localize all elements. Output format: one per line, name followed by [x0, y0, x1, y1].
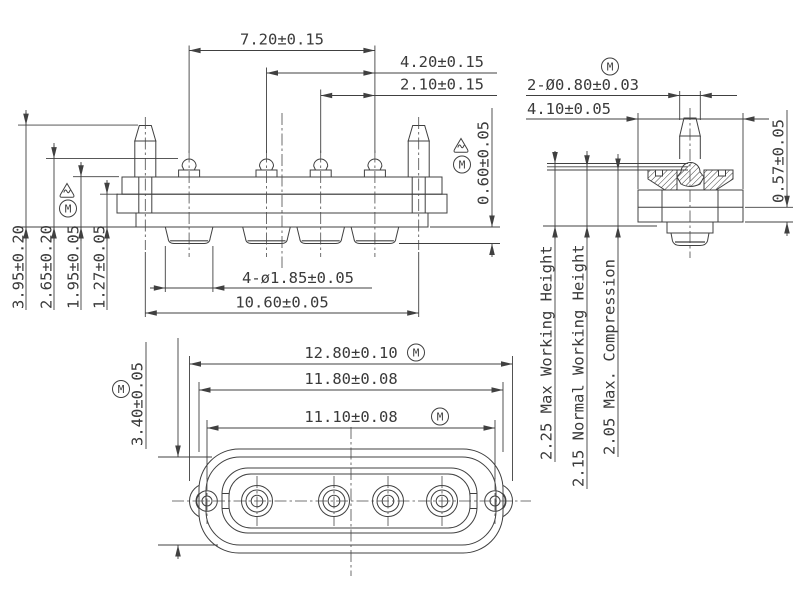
dim-shell-length: 11.80±0.08	[198, 370, 504, 452]
svg-text:M: M	[413, 347, 420, 360]
working-height-notes: 2.25 Max Working Height 2.15 Normal Work…	[538, 151, 688, 489]
dim-pin-span-2-4: 4.20±0.15	[266, 53, 497, 153]
side-view-body	[637, 189, 744, 246]
mmc-symbol-icon: M	[59, 199, 77, 218]
bottom-view-centerlines	[172, 427, 531, 576]
dim-peg-span: 10.60±0.05	[144, 252, 420, 317]
dim-tail-diameter: 4-ø1.85±0.05	[150, 246, 372, 292]
svg-text:M: M	[459, 159, 466, 172]
dim-label: 0.60±0.05	[475, 121, 493, 205]
dim-overall-length: 12.80±0.10	[189, 344, 513, 481]
front-view: 7.20±0.15 4.20±0.15 2.10±0.15	[10, 31, 500, 317]
dim-label: 4.20±0.15	[400, 53, 484, 71]
mmc-symbol-icon: M	[407, 343, 425, 362]
spc-triangle-icon	[59, 182, 75, 198]
dim-mount-hole-span: 11.10±0.08	[206, 408, 496, 479]
mmc-symbol-icon: M	[112, 380, 130, 398]
section-plunger-pin	[679, 117, 701, 159]
front-view-centerlines	[144, 113, 420, 268]
dim-step-height: 0.57±0.05	[745, 110, 793, 236]
bottom-view: 12.80±0.10 M 11.80±0.08 11.10±0.08 M	[112, 338, 531, 576]
dim-label: 2.65±0.20	[38, 225, 56, 309]
dim-label: 4.10±0.05	[527, 100, 611, 118]
dim-label: 1.95±0.05	[65, 225, 83, 309]
mmc-symbol-icon: M	[453, 155, 471, 174]
mmc-symbol-icon: M	[431, 407, 449, 426]
side-section-view: 2-Ø0.80±0.03 M 4.10±0.05 0.57±0.05	[526, 57, 793, 489]
dim-heights-left: 3.95±0.20 2.65±0.20 1.95±0.05 1.27±0.05	[10, 110, 178, 310]
dim-side-body-width: 4.10±0.05	[526, 100, 769, 189]
dim-label: 1.27±0.05	[91, 225, 109, 309]
mmc-symbol-icon: M	[601, 57, 619, 76]
dim-label: 7.20±0.15	[240, 31, 324, 49]
dim-label: 10.60±0.05	[235, 294, 328, 312]
note-max-working-height: 2.25 Max Working Height	[538, 245, 556, 460]
svg-text:M: M	[65, 203, 72, 216]
dim-tail-protrusion: 0.60±0.05	[399, 108, 500, 257]
dim-pin-span-3-4: 2.10±0.15	[320, 76, 497, 153]
dim-plunger-diameter: 2-Ø0.80±0.03	[526, 76, 737, 120]
dim-pin-span-total: 7.20±0.15	[188, 31, 376, 153]
dim-label: 11.10±0.08	[304, 408, 397, 426]
dim-label: 3.40±0.05	[129, 362, 147, 446]
dim-label: 2-Ø0.80±0.03	[527, 76, 639, 94]
dim-bottom-body-width: 3.40±0.05	[129, 338, 218, 559]
dim-label: 11.80±0.08	[304, 370, 397, 388]
dim-label: 4-ø1.85±0.05	[242, 269, 354, 287]
note-normal-working-height: 2.15 Normal Working Height	[570, 244, 588, 487]
svg-text:M: M	[607, 61, 614, 74]
spc-triangle-icon	[453, 137, 469, 153]
svg-text:M: M	[118, 383, 125, 396]
dim-label: 3.95±0.20	[10, 225, 28, 309]
dim-label: 12.80±0.10	[304, 344, 397, 362]
note-max-compression: 2.05 Max. Compression	[601, 259, 619, 455]
dim-label: 0.57±0.05	[770, 119, 788, 203]
svg-text:M: M	[437, 411, 444, 424]
dim-label: 2.10±0.15	[400, 76, 484, 94]
section-hatched-flange	[647, 162, 734, 191]
